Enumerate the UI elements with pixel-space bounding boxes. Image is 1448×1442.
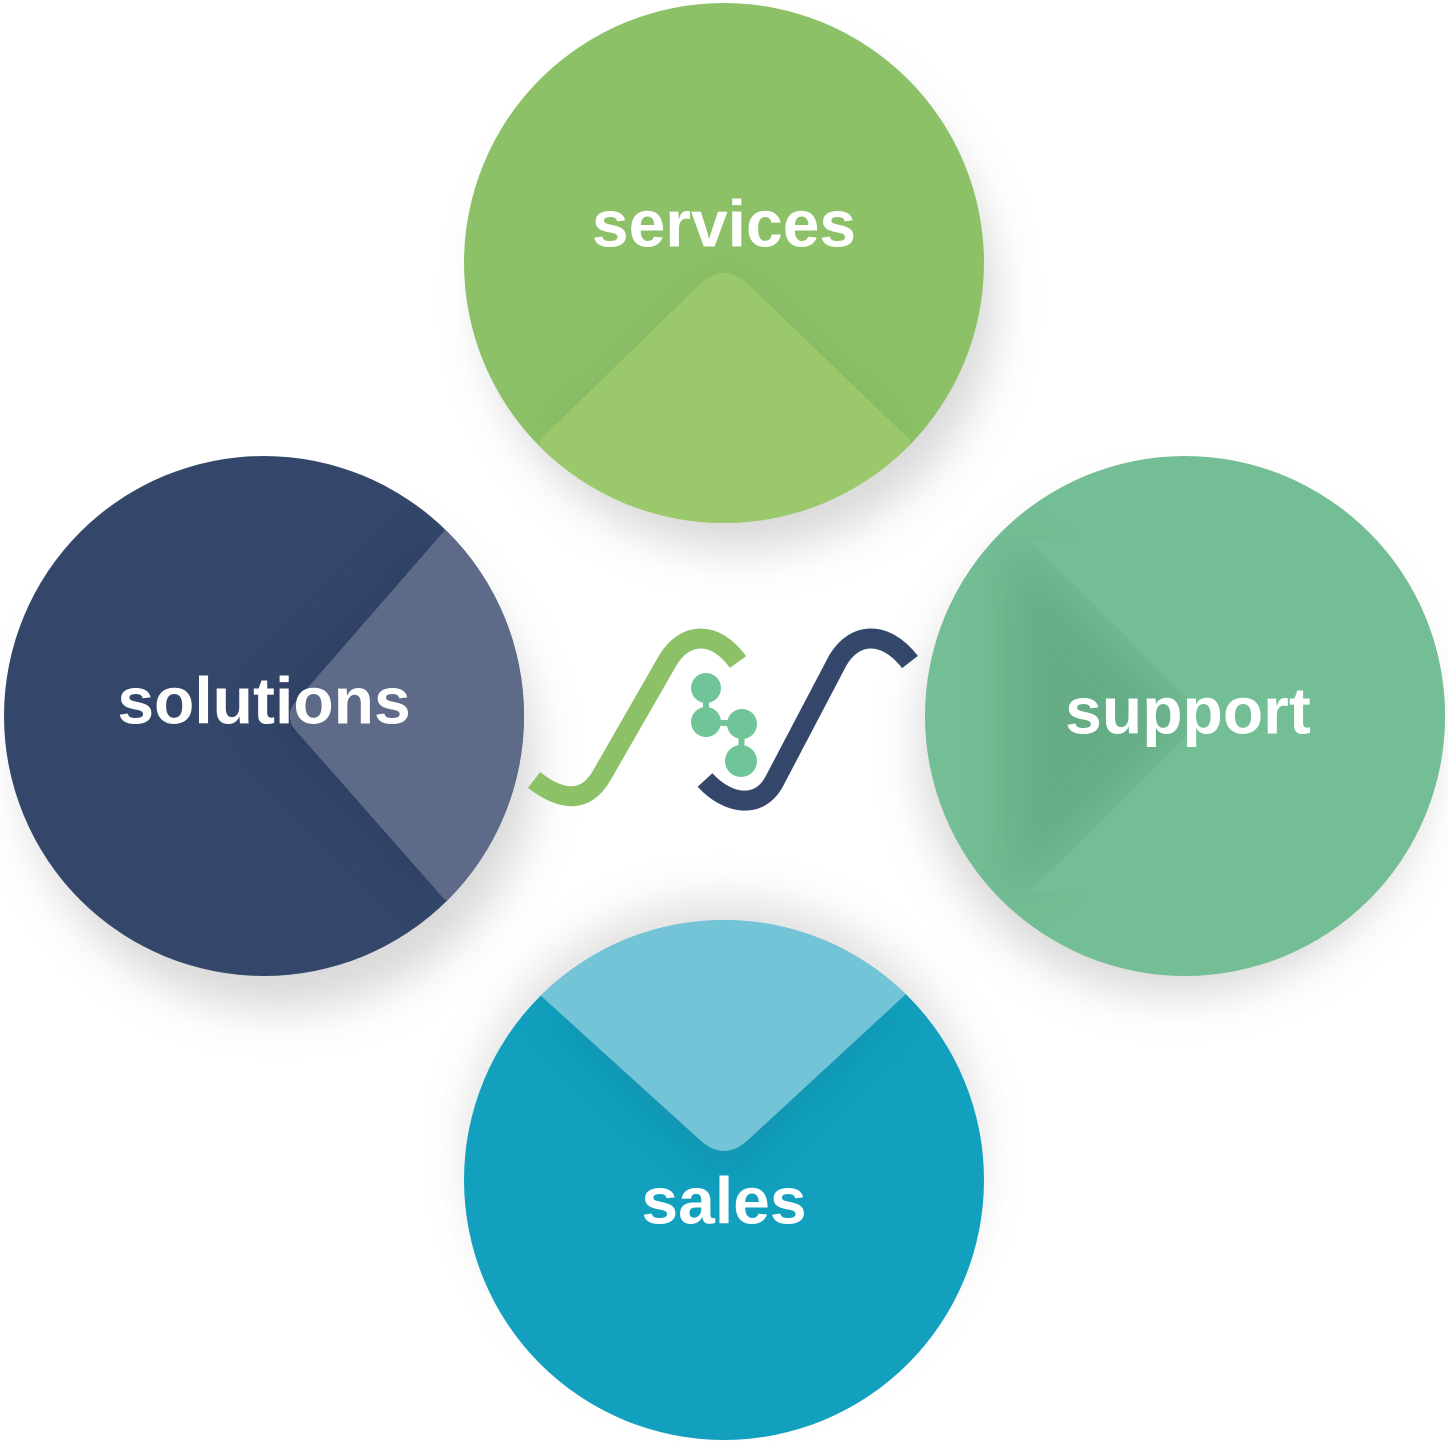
sales-label: sales	[641, 1163, 806, 1237]
support-node[interactable]: support	[920, 456, 1448, 995]
services-wedge	[540, 273, 910, 523]
logo-navy-s-stroke	[697, 628, 918, 811]
support-label: support	[1065, 673, 1311, 747]
support-wedge-shade	[1010, 540, 1195, 900]
logo-molecule-dot-1	[691, 673, 721, 703]
solutions-label: solutions	[117, 663, 410, 737]
logo-green-s-stroke	[527, 628, 747, 807]
logo-molecule-dot-2	[691, 707, 721, 737]
support-wedge	[1030, 540, 1445, 892]
sales-node[interactable]: sales	[464, 900, 984, 1440]
services-label: services	[592, 186, 856, 260]
solutions-wedge	[289, 530, 524, 900]
services-node[interactable]: services	[464, 3, 995, 560]
double-s-molecule-logo-icon	[527, 628, 918, 811]
solutions-node[interactable]: solutions	[4, 456, 540, 1010]
sales-wedge	[540, 920, 905, 1151]
logo-molecule-dot-3	[727, 709, 757, 739]
logo-molecule-dot-4	[725, 745, 757, 777]
